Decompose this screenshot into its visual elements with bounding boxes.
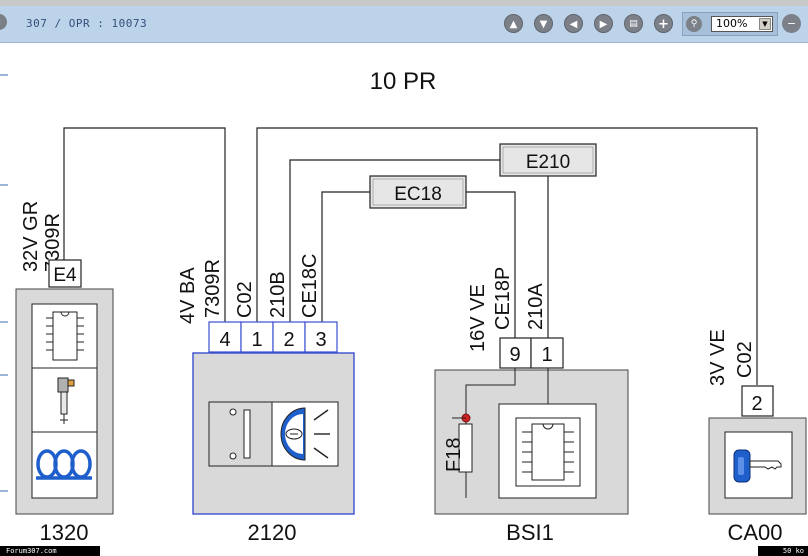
plus-icon[interactable]: + <box>654 14 673 33</box>
2120-name: 2120 <box>248 520 297 545</box>
bsi1-pin-9: 9 <box>509 344 520 366</box>
bsi1-wire-label-210a: 210A <box>525 283 547 330</box>
magnifier-icon[interactable]: ⚲ <box>686 16 702 32</box>
breadcrumb: 307 / OPR : 10073 <box>26 17 148 30</box>
1320-wire-label-1: 32V GR <box>20 201 42 272</box>
zoom-control: ⚲ 100% ▼ <box>682 12 778 36</box>
toolbar: ‹ 307 / OPR : 10073 ▲ ▼ ◀ ▶ ▤ + ⚲ 100% ▼… <box>0 0 808 43</box>
arrow-down-icon[interactable]: ▼ <box>534 14 553 33</box>
chip-icon <box>515 417 581 487</box>
2120-wire-label-c02: C02 <box>234 281 256 318</box>
ec18-label: EC18 <box>394 184 442 205</box>
ca00-group-label-1: 3V VE <box>707 329 729 386</box>
chevron-down-icon[interactable]: ▼ <box>759 18 771 30</box>
1320-name: 1320 <box>40 520 89 545</box>
bsi1-name: BSI1 <box>506 520 554 545</box>
ca00-pin-2: 2 <box>751 393 762 415</box>
ca00-group-label-2: C02 <box>734 341 756 378</box>
2120-group-label-2: 7309R <box>202 259 224 318</box>
component-bsi1: 16V VE CE18P 210A 9 1 F18 <box>434 267 629 545</box>
connector-ec18: EC18 <box>369 175 467 209</box>
back-icon[interactable]: ‹ <box>0 14 7 30</box>
bsi1-fuse-label: F18 <box>443 438 465 472</box>
print-icon[interactable]: ▤ <box>624 14 643 33</box>
key-icon <box>733 449 782 483</box>
2120-wire-label-210b: 210B <box>267 271 289 318</box>
bsi1-pin-1: 1 <box>541 344 552 366</box>
footer-size-label: 50 ko <box>758 546 808 556</box>
component-1320: 32V GR 7309R E4 <box>15 201 114 545</box>
1320-pin-e4: E4 <box>53 265 77 286</box>
component-ca00: 3V VE C02 2 CA00 <box>707 329 807 545</box>
chip-icon <box>46 311 84 361</box>
zoom-select[interactable]: 100% ▼ <box>711 16 773 32</box>
arrow-right-icon[interactable]: ▶ <box>594 14 613 33</box>
diagram-title: 10 PR <box>370 68 437 95</box>
arrow-left-icon[interactable]: ◀ <box>564 14 583 33</box>
fuse-icon <box>452 413 473 473</box>
left-margin-ticks <box>0 74 8 492</box>
footer-site-label: Forum307.com <box>0 546 100 556</box>
2120-pin-2: 2 <box>283 329 294 351</box>
sensor-icon <box>57 377 75 424</box>
switch-icon <box>208 401 273 467</box>
2120-pin-1: 1 <box>251 329 262 351</box>
ca00-name: CA00 <box>727 520 782 545</box>
bsi1-group-label: 16V VE <box>467 284 489 352</box>
2120-pin-3: 3 <box>315 329 326 351</box>
zoom-value: 100% <box>716 17 748 30</box>
arrow-up-icon[interactable]: ▲ <box>504 14 523 33</box>
close-icon[interactable]: − <box>782 14 801 33</box>
1320-wire-label-2: 7309R <box>42 213 64 272</box>
coil-icon <box>36 449 92 480</box>
toolbar-top-strip <box>0 0 808 6</box>
component-2120: 4V BA 7309R C02 210B CE18C 4 1 2 3 <box>177 254 355 545</box>
2120-pin-4: 4 <box>219 329 230 351</box>
2120-wire-label-ce18c: CE18C <box>299 254 321 318</box>
wires <box>63 127 758 385</box>
connector-e210: E210 <box>499 143 597 177</box>
e210-label: E210 <box>526 152 570 173</box>
headlamp-icon <box>271 401 339 467</box>
bsi1-wire-label-ce18p: CE18P <box>492 267 514 330</box>
2120-group-label-1: 4V BA <box>177 267 199 324</box>
